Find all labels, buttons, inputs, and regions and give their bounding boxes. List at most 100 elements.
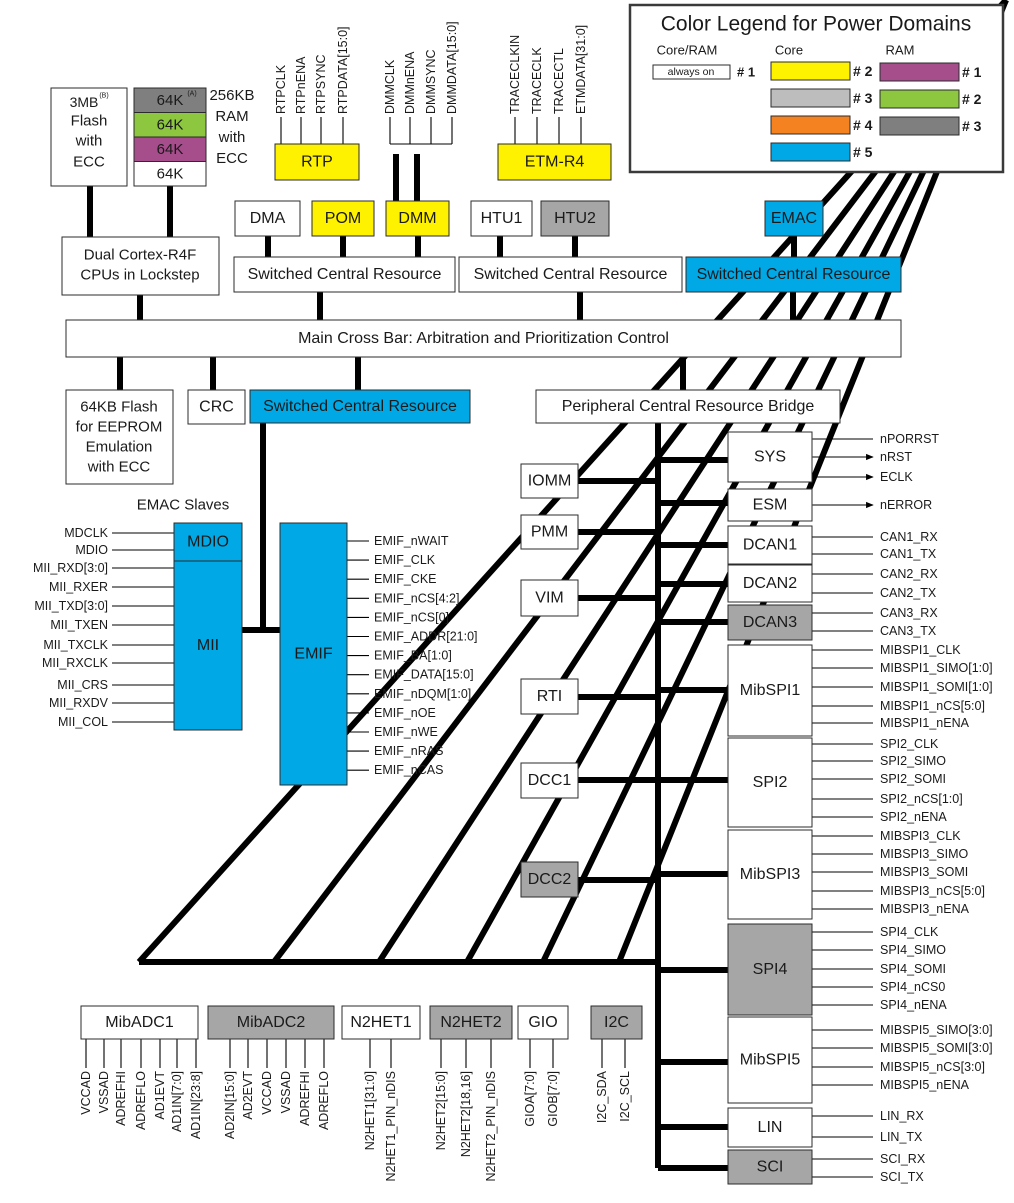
mii-signal: MII_TXCLK bbox=[43, 638, 108, 652]
spi4-signal: SPI4_nENA bbox=[880, 998, 947, 1012]
spi4-block bbox=[727, 923, 813, 1016]
sys-signal: nRST bbox=[880, 450, 912, 464]
legend-col-label: Core bbox=[775, 43, 803, 58]
spi2-signal: SPI2_CLK bbox=[880, 737, 939, 751]
mii-signal: MII_COL bbox=[58, 715, 108, 729]
dmm-block bbox=[385, 200, 450, 237]
flash-64kb-label: for EEPROM bbox=[76, 419, 163, 436]
mdio-signal: MDIO bbox=[75, 543, 108, 557]
dcc1-block bbox=[520, 762, 579, 799]
dmm-signal: DMMCLK bbox=[383, 59, 397, 114]
spi2-signal: SPI2_nENA bbox=[880, 810, 947, 824]
dmm-block-label: DMM bbox=[398, 210, 436, 227]
ram-bank-sup: (A) bbox=[187, 91, 196, 98]
rtp-signal: RTPCLK bbox=[274, 64, 288, 114]
ram-size-label: 256KB bbox=[209, 87, 254, 104]
flash-64kb-block bbox=[65, 389, 174, 485]
flash-3mb-label: 3MB bbox=[70, 94, 99, 110]
pom-block-label: POM bbox=[325, 210, 361, 227]
legend-num: # 1 bbox=[962, 64, 982, 80]
lin-block-label: LIN bbox=[758, 1119, 783, 1136]
emif-block bbox=[279, 522, 348, 786]
emif-signal: EMIF_nCS[0] bbox=[374, 610, 449, 624]
mibspi5-signal: MIBSPI5_nENA bbox=[880, 1078, 970, 1092]
mibadc1-signal: AD1IN[7:0] bbox=[170, 1071, 184, 1132]
dma-block bbox=[234, 200, 301, 237]
dcan3-signal: CAN3_RX bbox=[880, 606, 938, 620]
mibspi5-block bbox=[727, 1016, 813, 1104]
legend-swatch-core bbox=[770, 88, 851, 108]
rtp-block-label: RTP bbox=[301, 154, 333, 171]
etm-signal: TRACECLKIN bbox=[508, 35, 522, 114]
emif-block-label: EMIF bbox=[294, 646, 332, 663]
n2het1-signal: N2HET1[31:0] bbox=[363, 1071, 377, 1150]
legend-swatch-core bbox=[770, 115, 851, 135]
emif-signal: EMIF_nCAS bbox=[374, 763, 443, 777]
sci-signal: SCI_RX bbox=[880, 1152, 926, 1166]
ram-bank-4 bbox=[133, 161, 207, 187]
labels: 3MB(B)FlashwithECC64K(A)64K64K64K256KBRA… bbox=[33, 13, 993, 1185]
mibadc1-signal: ADREFLO bbox=[134, 1071, 148, 1130]
mibadc2-block-label: MibADC2 bbox=[237, 1014, 306, 1031]
crossbar-block bbox=[65, 319, 902, 358]
iomm-block-label: IOMM bbox=[528, 473, 572, 490]
mibadc1-block bbox=[80, 1005, 199, 1040]
legend-num: # 3 bbox=[853, 90, 873, 106]
spi4-signal: SPI4_nCS0 bbox=[880, 980, 945, 994]
spi2-block-label: SPI2 bbox=[753, 774, 788, 791]
legend-swatch-core bbox=[770, 142, 851, 162]
mibspi1-signal: MIBSPI1_SOMI[1:0] bbox=[880, 680, 993, 694]
flash-64kb-label: 64KB Flash bbox=[80, 399, 158, 416]
mibadc1-block-label: MibADC1 bbox=[105, 1014, 174, 1031]
dcan2-block bbox=[727, 564, 813, 603]
mibspi1-block-label: MibSPI1 bbox=[740, 682, 801, 699]
emif-signal: EMIF_BA[1:0] bbox=[374, 649, 452, 663]
n2het1-block-label: N2HET1 bbox=[350, 1014, 411, 1031]
dma-block-label: DMA bbox=[250, 210, 286, 227]
mibspi1-signal: MIBSPI1_nENA bbox=[880, 716, 970, 730]
lin-signal: LIN_TX bbox=[880, 1130, 923, 1144]
emif-signal: EMIF_nWAIT bbox=[374, 534, 449, 548]
scr-4-block-label: Switched Central Resource bbox=[263, 398, 457, 415]
dcan3-block-label: DCAN3 bbox=[743, 614, 797, 631]
i2c-signal: I2C_SDA bbox=[595, 1070, 609, 1123]
n2het2-block-label: N2HET2 bbox=[440, 1014, 501, 1031]
mii-signal: MII_RXDV bbox=[49, 696, 109, 710]
emac-block bbox=[764, 200, 824, 237]
dcan1-block bbox=[727, 525, 813, 565]
mibspi5-block-label: MibSPI5 bbox=[740, 1052, 801, 1069]
mii-signal: MII_RXCLK bbox=[42, 656, 109, 670]
mibspi3-block-label: MibSPI3 bbox=[740, 866, 801, 883]
emif-signal: EMIF_nRAS bbox=[374, 744, 443, 758]
mibadc2-signal: AD2EVT bbox=[241, 1071, 255, 1120]
crc-block-label: CRC bbox=[199, 399, 234, 416]
spi4-block-label: SPI4 bbox=[753, 961, 788, 978]
rtp-signal: RTPnENA bbox=[294, 56, 308, 114]
spi4-signal: SPI4_CLK bbox=[880, 925, 939, 939]
ram-bank-label: 64K bbox=[157, 92, 184, 109]
mibadc2-signal: ADREFLO bbox=[317, 1071, 331, 1130]
rtp-signal: RTPDATA[15:0] bbox=[336, 26, 350, 114]
ram-bank-label: 64K bbox=[157, 166, 184, 183]
mibspi3-signal: MIBSPI3_nENA bbox=[880, 902, 970, 916]
legend-title: Color Legend for Power Domains bbox=[661, 13, 972, 36]
ram-size-label: ECC bbox=[216, 150, 248, 167]
etm-block bbox=[497, 143, 612, 181]
spi2-signal: SPI2_nCS[1:0] bbox=[880, 792, 963, 806]
spi2-signal: SPI2_SOMI bbox=[880, 772, 946, 786]
emif-signal: EMIF_nCS[4:2] bbox=[374, 591, 459, 605]
scr-3-block bbox=[685, 256, 902, 293]
rti-block bbox=[520, 678, 579, 715]
mii-block bbox=[173, 560, 243, 731]
mibspi1-signal: MIBSPI1_CLK bbox=[880, 643, 961, 657]
flash-3mb-sup: (B) bbox=[99, 93, 108, 100]
emif-signal: EMIF_nWE bbox=[374, 725, 438, 739]
emac-block-label: EMAC bbox=[771, 210, 817, 227]
i2c-block bbox=[590, 1005, 643, 1040]
pcrb-block bbox=[535, 389, 841, 424]
scr-1-block bbox=[233, 256, 456, 293]
legend-num: # 1 bbox=[737, 65, 755, 80]
esm-block-label: ESM bbox=[753, 497, 788, 514]
mii-signal: MII_TXD[3:0] bbox=[34, 599, 108, 613]
flash-3mb-block bbox=[50, 87, 128, 187]
